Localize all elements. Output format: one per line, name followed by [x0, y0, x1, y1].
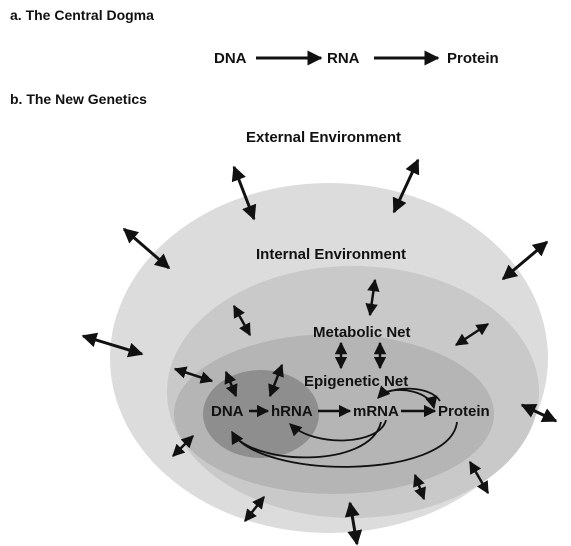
- internal-arrow-lower-left: [172, 435, 194, 457]
- internal-arrow-upper-left: [232, 304, 252, 337]
- dogma-rna-label: RNA: [327, 50, 360, 67]
- metabolic-arrow-internal: [365, 278, 380, 317]
- external-environment-label: External Environment: [246, 129, 401, 146]
- flow-dna-label: DNA: [211, 403, 244, 420]
- dogma-protein-label: Protein: [447, 50, 499, 67]
- external-arrow-top-left: [231, 165, 257, 221]
- epigenetic-net-label: Epigenetic Net: [304, 373, 408, 390]
- internal-arrow-upper-right: [454, 322, 490, 347]
- flow-mrna-label: mRNA: [353, 403, 399, 420]
- internal-arrow-bottom-left: [244, 496, 265, 522]
- dna-arrow-up-left: [224, 370, 238, 398]
- feedback-curve-protein-loop: [379, 389, 438, 410]
- external-arrow-left: [122, 227, 171, 270]
- feedback-curve-protein-to-dna-outer: [231, 421, 458, 468]
- external-arrow-right: [501, 240, 549, 281]
- external-arrow-top-right: [392, 158, 420, 214]
- panel-a-title: a. The Central Dogma: [10, 7, 154, 23]
- feedback-curve-mrna-to-hrna: [289, 419, 387, 442]
- flow-protein-label: Protein: [438, 403, 490, 420]
- external-arrow-far-left: [81, 332, 144, 358]
- metabolic-net-label: Metabolic Net: [313, 324, 411, 341]
- external-arrow-bottom-right: [520, 403, 558, 423]
- internal-arrow-left: [173, 366, 214, 384]
- internal-arrow-bottom-right: [468, 460, 490, 495]
- internal-arrow-bottom-mid: [413, 473, 426, 501]
- panel-b-title: b. The New Genetics: [10, 91, 147, 107]
- external-arrow-bottom: [344, 501, 363, 546]
- flow-hrna-label: hRNA: [271, 403, 313, 420]
- dogma-dna-label: DNA: [214, 50, 247, 67]
- internal-environment-label: Internal Environment: [256, 246, 406, 263]
- dna-arrow-up-right: [268, 363, 284, 398]
- feedback-curve-mrna-to-dna: [231, 421, 382, 459]
